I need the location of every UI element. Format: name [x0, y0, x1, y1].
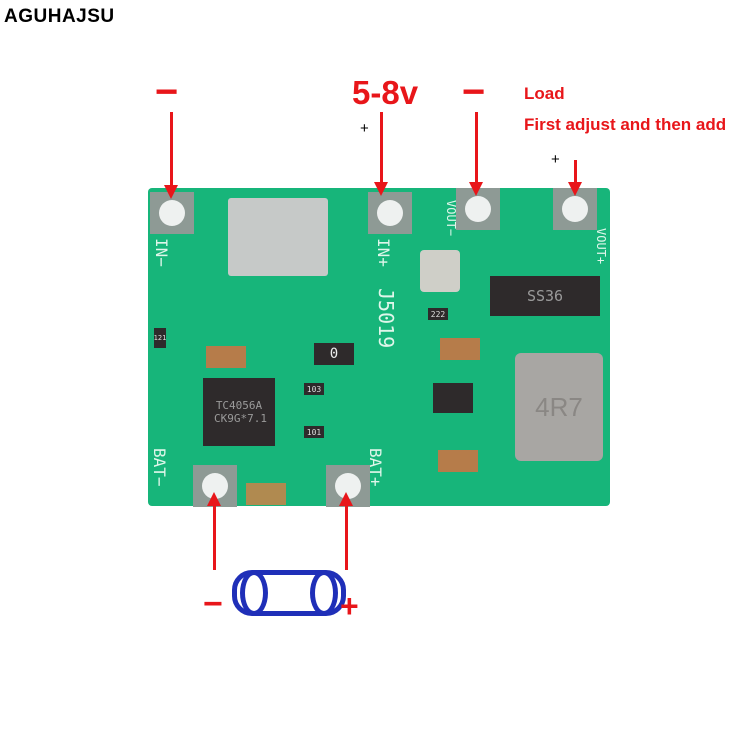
- potentiometer[interactable]: [420, 250, 460, 292]
- arrowhead: [469, 182, 483, 196]
- r121-label: 121: [153, 334, 167, 342]
- arrow-out-minus: [475, 112, 478, 188]
- capacitor: [438, 450, 478, 472]
- pcb-board: TC4056A CK9G*7.1 SS36 4R7 0 222 103 101 …: [148, 188, 610, 507]
- arrowhead: [374, 182, 388, 196]
- battery-plus-label: +: [340, 588, 359, 624]
- inductor-label: 4R7: [535, 391, 583, 422]
- pad-in-plus: [368, 192, 412, 234]
- silk-vout-minus: VOUT−: [444, 200, 458, 237]
- arrow-bat-minus: [213, 500, 216, 570]
- resistor-121: 121: [154, 328, 166, 348]
- inductor: 4R7: [515, 353, 603, 461]
- brand-logo: AGUHAJSU: [4, 6, 115, 27]
- instruction-label: First adjust and then add: [524, 115, 727, 134]
- capacitor: [440, 338, 480, 360]
- arrow-out-plus: [574, 160, 577, 188]
- silk-bat-plus: BAT+: [366, 448, 385, 487]
- output-plus-label: +: [551, 151, 560, 168]
- diode: SS36: [490, 276, 600, 316]
- arrow-in-plus: [380, 112, 383, 188]
- silk-vout-plus: VOUT+: [594, 228, 608, 265]
- silk-model: J5019: [374, 288, 398, 349]
- battery-end: [240, 570, 268, 616]
- arrowhead: [339, 492, 353, 506]
- battery-minus-label: −: [203, 585, 223, 623]
- resistor-222: 222: [428, 308, 448, 320]
- arrowhead: [164, 185, 178, 199]
- resistor-101: 101: [304, 426, 324, 438]
- arrowhead: [568, 182, 582, 196]
- boost-ic: [433, 383, 473, 413]
- load-label: Load: [524, 84, 565, 103]
- pad-in-minus: [150, 192, 194, 234]
- pad-vout-minus: [456, 188, 500, 230]
- resistor-103: 103: [304, 383, 324, 395]
- silk-in-minus: IN−: [152, 238, 171, 267]
- charger-ic: TC4056A CK9G*7.1: [203, 378, 275, 446]
- resistor-0: 0: [314, 343, 354, 365]
- r103-label: 103: [306, 384, 322, 394]
- silk-bat-minus: BAT−: [150, 448, 169, 487]
- input-minus-label: −: [155, 70, 179, 114]
- battery-end: [310, 570, 338, 616]
- silk-in-plus: IN+: [374, 238, 393, 267]
- arrowhead: [207, 492, 221, 506]
- voltage-label: 5-8v: [352, 74, 419, 111]
- r222-label: 222: [430, 309, 446, 319]
- output-minus-label: −: [462, 70, 486, 114]
- arrow-bat-plus: [345, 500, 348, 570]
- capacitor: [206, 346, 246, 368]
- r101-label: 101: [306, 427, 322, 437]
- diode-label: SS36: [526, 287, 564, 305]
- arrow-in-minus: [170, 112, 173, 188]
- battery-icon: [232, 570, 346, 616]
- r0-label: 0: [329, 346, 339, 362]
- ic-label: TC4056A CK9G*7.1: [214, 399, 267, 425]
- input-plus-label: +: [360, 120, 369, 137]
- capacitor: [246, 483, 286, 505]
- micro-usb-port: [228, 198, 328, 276]
